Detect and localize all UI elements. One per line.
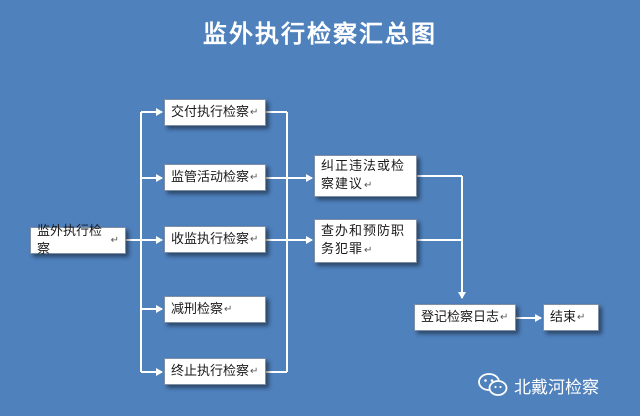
- node-custody-check: 收监执行检察↵: [164, 226, 266, 253]
- node-delivery-label: 交付执行检察: [171, 104, 250, 120]
- node-correction-label: 纠正违法或检察建议: [321, 159, 406, 192]
- node-termination-check: 终止执行检察↵: [164, 358, 266, 385]
- return-mark: ↵: [250, 171, 259, 183]
- node-end-label: 结束: [550, 309, 577, 325]
- wechat-icon: [478, 373, 508, 396]
- node-root-label: 监外执行检察: [37, 223, 103, 257]
- return-mark: ↵: [250, 233, 259, 245]
- node-custody-label: 收监执行检察: [171, 231, 250, 247]
- node-correction: 纠正违法或检察建议↵: [314, 155, 417, 197]
- node-registration: 登记检察日志↵: [414, 304, 516, 331]
- return-mark: ↵: [250, 106, 259, 118]
- node-termination-label: 终止执行检察: [171, 363, 250, 379]
- watermark: 北戴河检察: [478, 372, 599, 398]
- node-commutation-check: 减刑检察↵: [164, 296, 266, 323]
- return-mark: ↵: [364, 245, 374, 256]
- node-commutation-label: 减刑检察: [171, 301, 224, 317]
- return-mark: ↵: [250, 365, 259, 377]
- watermark-text: 北戴河检察: [514, 377, 599, 398]
- node-supervision-label: 监管活动检察: [171, 169, 250, 185]
- return-mark: ↵: [110, 234, 119, 246]
- node-registration-label: 登记检察日志: [421, 309, 500, 325]
- node-root: 监外执行检察 ↵: [30, 224, 126, 257]
- node-investigation: 查办和预防职务犯罪↵: [314, 219, 417, 263]
- node-supervision-check: 监管活动检察↵: [164, 164, 266, 191]
- return-mark: ↵: [224, 303, 233, 315]
- node-investigation-label: 查办和预防职务犯罪: [321, 224, 406, 257]
- node-end: 结束↵: [543, 304, 599, 331]
- return-mark: ↵: [500, 311, 509, 323]
- diagram-title: 监外执行检察汇总图: [203, 20, 437, 48]
- node-delivery-check: 交付执行检察↵: [164, 99, 266, 126]
- return-mark: ↵: [364, 180, 374, 191]
- return-mark: ↵: [577, 311, 586, 323]
